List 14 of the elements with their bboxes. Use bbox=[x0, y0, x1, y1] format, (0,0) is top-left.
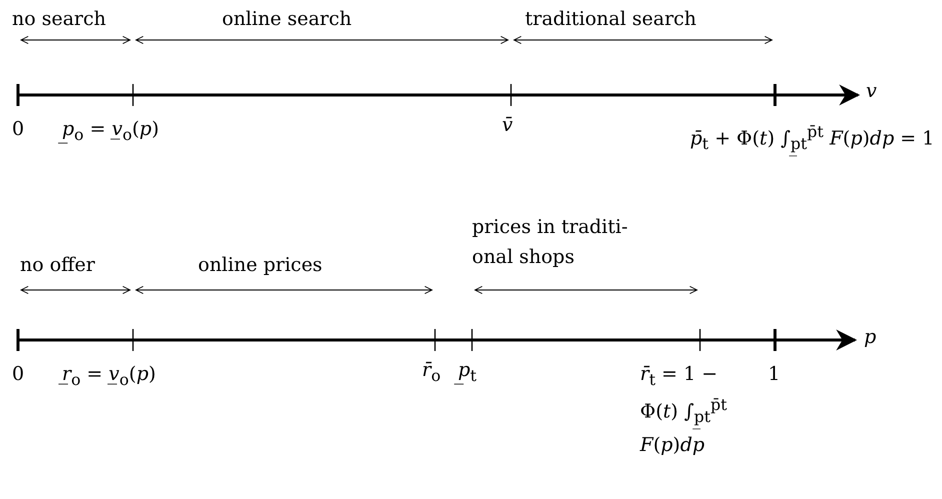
segment-label: traditional search bbox=[525, 8, 696, 32]
tick-label: v̄ bbox=[502, 114, 513, 138]
segment-label: online search bbox=[222, 8, 352, 32]
tick-label: p̄$_{t}$ + Φ(t) ∫$_{p̲t}$$^{p̄t}$ F(p)dp = 1 bbox=[690, 122, 934, 154]
segment-label: no offer bbox=[20, 254, 95, 278]
tick-label: 0 bbox=[12, 363, 24, 387]
segment-label: prices in traditi- onal shops bbox=[472, 215, 629, 270]
segment-label: online prices bbox=[198, 254, 322, 278]
segment-label: no search bbox=[12, 8, 106, 32]
tick-label: 1 bbox=[768, 363, 780, 387]
axis-label: p bbox=[864, 326, 876, 350]
tick-label: r̄$_{o}$ bbox=[422, 359, 441, 386]
axis-label: v bbox=[866, 80, 877, 104]
tick-label: 0 bbox=[12, 118, 24, 142]
